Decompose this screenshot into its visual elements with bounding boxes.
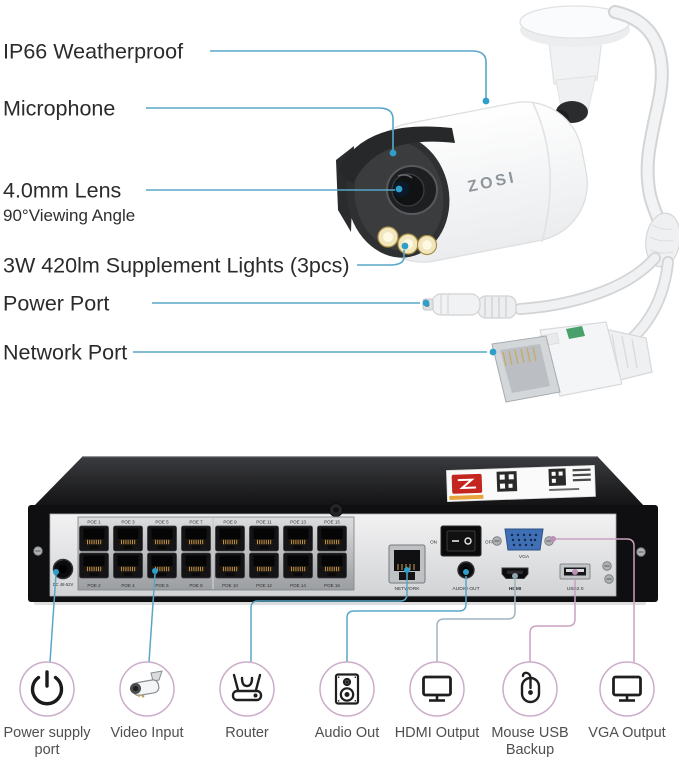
legend-mouse-usb — [502, 661, 558, 717]
power-icon — [30, 670, 64, 706]
line-mouse-usb — [529, 579, 576, 662]
label-lens: 4.0mm Lens — [3, 179, 121, 203]
panel-screw-b — [604, 574, 614, 584]
nvr-connector-dots — [53, 536, 578, 579]
power-port-connector — [422, 293, 517, 319]
line-video-input — [148, 573, 156, 663]
poe-label: POE 1 — [87, 520, 101, 525]
label-microphone: Microphone — [3, 97, 115, 121]
legend-label-mouse-2: Backup — [506, 742, 554, 757]
annotation-line-microphone — [146, 107, 394, 150]
poe-label: POE 8 — [189, 583, 203, 588]
camera-icon — [130, 670, 163, 698]
poe-port-block: POE 1 POE 3 POE 5 POE 7 POE 9 POE 11 POE… — [77, 516, 355, 591]
panel-screw-a — [602, 561, 612, 571]
line-hdmi-output — [436, 579, 516, 662]
bezel-screw — [329, 503, 343, 517]
legend-label-video: Video Input — [110, 725, 183, 741]
vga-port-label: VGA — [519, 554, 530, 560]
dc-port-label: DC 48-52V — [53, 582, 74, 587]
poe-label: POE 10 — [222, 583, 238, 588]
line-power-supply — [49, 573, 57, 663]
sticker — [446, 464, 596, 502]
nvr-illustration: DC 48-52V POE 1 POE 3 POE 5 POE 7 POE 9 … — [28, 456, 658, 605]
legend-connector-lines — [49, 538, 635, 663]
poe-label: POE 7 — [189, 520, 203, 525]
poe-label: POE 4 — [121, 583, 135, 588]
legend-label-power-1: Power supply — [3, 725, 91, 741]
poe-label: POE 5 — [155, 520, 169, 525]
legend-label-hdmi: HDMI Output — [395, 725, 480, 741]
legend-label-router: Router — [225, 725, 269, 741]
poe-label: POE 9 — [223, 520, 237, 525]
network-port-connector — [491, 321, 653, 403]
poe-label: POE 14 — [290, 583, 306, 588]
poe-label: POE 3 — [121, 520, 135, 525]
poe-label: POE 6 — [155, 583, 169, 588]
poe-label: POE 2 — [87, 583, 101, 588]
speaker-icon — [334, 673, 360, 705]
label-viewing-angle: 90°Viewing Angle — [3, 206, 135, 225]
switch-on-label: ON — [430, 540, 437, 545]
label-ip66-weatherproof: IP66 Weatherproof — [3, 40, 183, 64]
poe-label: POE 11 — [256, 520, 272, 525]
poe-label: POE 16 — [324, 583, 340, 588]
line-vga-output — [555, 538, 635, 662]
legend-label-audio: Audio Out — [315, 725, 380, 741]
supplement-lights — [377, 226, 438, 256]
camera-cable — [514, 5, 679, 348]
poe-label: POE 15 — [324, 520, 340, 525]
router-icon — [231, 673, 263, 702]
line-audio-out — [346, 576, 467, 662]
legend-label-vga: VGA Output — [588, 725, 665, 741]
label-supplement-lights: 3W 420lm Supplement Lights (3pcs) — [3, 254, 350, 278]
legend-video-input — [119, 661, 175, 717]
camera-illustration: ZOSI — [336, 5, 679, 403]
switch-off-label: OFF — [485, 540, 494, 545]
legend-vga-output — [599, 661, 655, 717]
poe-label: POE 13 — [290, 520, 306, 525]
mouse-icon — [520, 671, 541, 704]
right-screw — [636, 547, 646, 557]
legend: Power supply port Video Input Router Aud… — [3, 661, 666, 757]
vga-screw-left — [492, 536, 502, 546]
label-power-port: Power Port — [3, 292, 109, 316]
legend-hdmi-output — [409, 661, 465, 717]
line-router — [250, 573, 408, 662]
left-screw — [33, 546, 43, 556]
legend-power-supply — [19, 661, 75, 717]
annotation-line-lights — [357, 250, 405, 266]
label-network-port: Network Port — [3, 341, 127, 365]
legend-audio-out — [319, 661, 375, 717]
legend-label-power-2: port — [35, 742, 60, 757]
poe-label: POE 12 — [256, 583, 272, 588]
camera-annotations — [133, 50, 487, 353]
camera-annotation-dots — [389, 97, 497, 356]
legend-router — [219, 661, 275, 717]
annotation-line-ip66 — [210, 50, 487, 98]
power-switch — [440, 525, 482, 557]
nvr-vga-port — [504, 528, 544, 551]
legend-label-mouse-1: Mouse USB — [491, 725, 568, 741]
